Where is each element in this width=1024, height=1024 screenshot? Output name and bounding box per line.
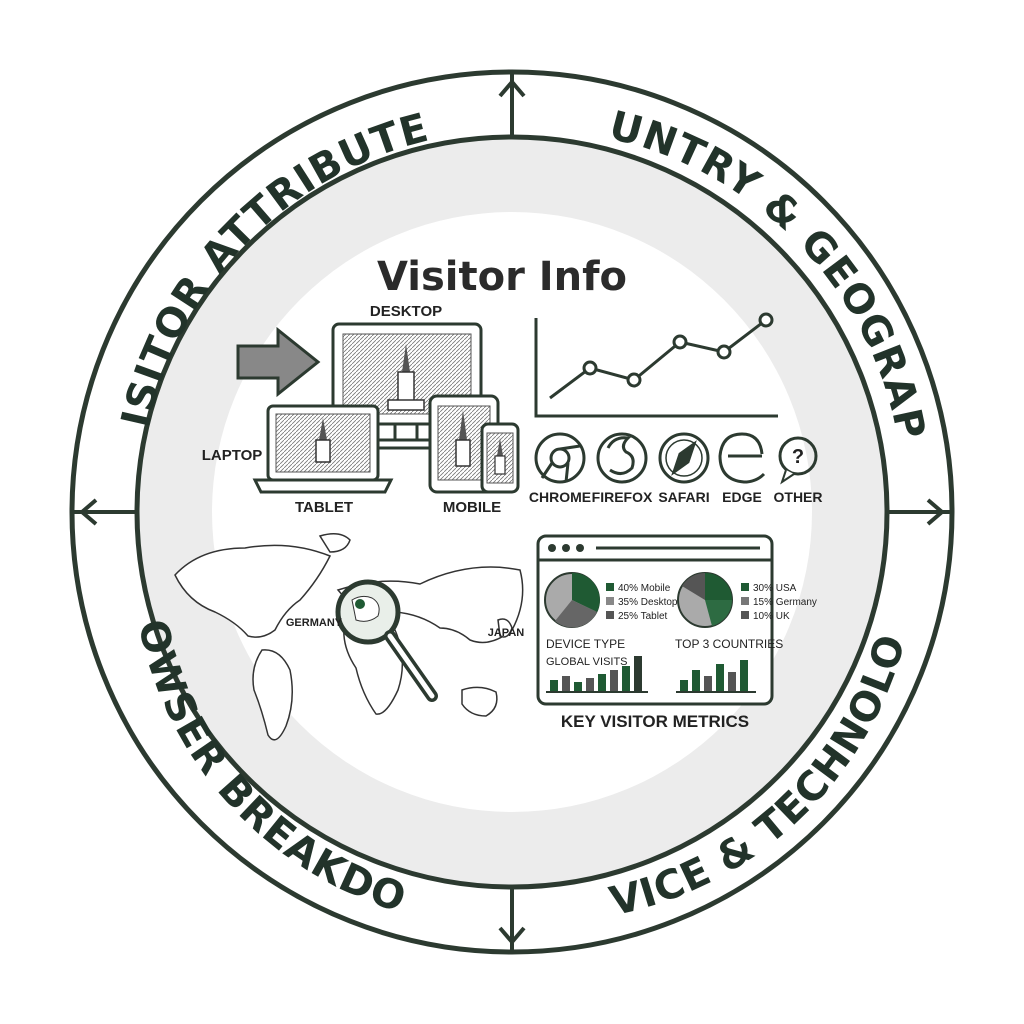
- trend-point: [626, 372, 642, 388]
- safari-icon: [658, 432, 710, 484]
- mobile-label: MOBILE: [443, 499, 501, 516]
- laptop-label: LAPTOP: [202, 447, 263, 464]
- country-legend-uk: 10% UK: [753, 611, 790, 622]
- global-visits-label: GLOBAL VISITS: [546, 656, 628, 668]
- edge-icon: [718, 432, 766, 484]
- tablet-label: TABLET: [295, 499, 353, 516]
- magnifier-icon: [335, 579, 438, 702]
- laptop-icon: [252, 404, 394, 494]
- metrics-dashboard: 40% Mobile 35% Desktop 25% Tablet 30% US…: [536, 534, 817, 706]
- browser-label-chrome: CHROME: [529, 489, 591, 505]
- browser-label-edge: EDGE: [722, 489, 762, 505]
- trend-point: [672, 334, 688, 350]
- window-dot: [562, 544, 570, 552]
- browser-label-safari: SAFARI: [658, 489, 709, 505]
- svg-text:?: ?: [792, 446, 804, 468]
- country-legend-germany: 15% Germany: [753, 597, 817, 608]
- top-countries-pie: [677, 572, 733, 628]
- mobile-icon: [480, 422, 520, 494]
- key-metrics-caption: KEY VISITOR METRICS: [561, 712, 749, 731]
- pointer-arrow-icon: [236, 326, 321, 398]
- device-legend-mobile: 40% Mobile: [618, 583, 671, 594]
- browser-label-firefox: FIREFOX: [592, 489, 653, 505]
- trend-point: [758, 312, 774, 328]
- firefox-icon: [596, 432, 648, 484]
- country-legend-usa: 30% USA: [753, 583, 797, 594]
- browser-label-other: OTHER: [774, 489, 823, 505]
- device-legend-desktop: 35% Desktop: [618, 597, 678, 608]
- trend-point: [582, 360, 598, 376]
- other-browser-icon: ?: [778, 436, 818, 485]
- ring-arrows: [72, 72, 952, 952]
- window-dot: [548, 544, 556, 552]
- desktop-label: DESKTOP: [370, 303, 442, 320]
- window-dot: [576, 544, 584, 552]
- map-label-germany: GERMANY: [286, 617, 343, 629]
- top-countries-label: TOP 3 COUNTRIES: [675, 637, 783, 651]
- map-label-japan: JAPAN: [488, 627, 525, 639]
- trend-line-chart: [534, 312, 778, 418]
- global-visits-bars: [546, 656, 648, 693]
- top-countries-bars: [676, 660, 756, 693]
- device-type-pie: [544, 572, 600, 628]
- device-legend-tablet: 25% Tablet: [618, 611, 668, 622]
- trend-point: [716, 344, 732, 360]
- device-type-label: DEVICE TYPE: [546, 637, 625, 651]
- center-title: Visitor Info: [377, 254, 627, 300]
- chrome-icon: [534, 432, 586, 484]
